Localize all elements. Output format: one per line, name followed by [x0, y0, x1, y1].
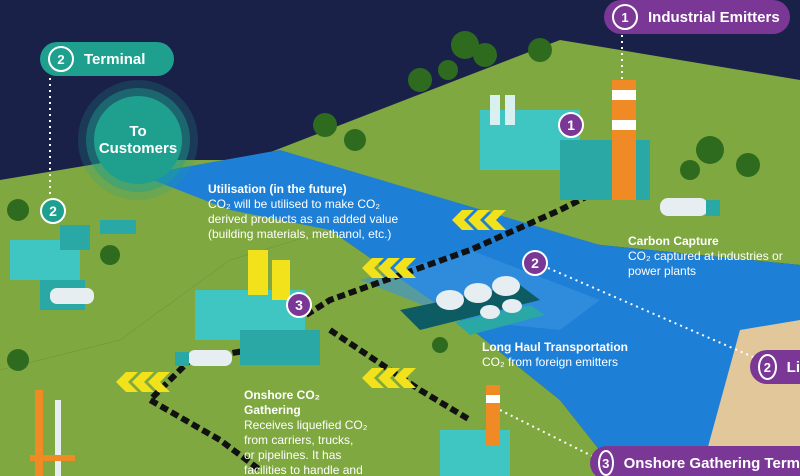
- onshore-gathering-heading-1: Onshore CO₂: [244, 388, 321, 402]
- carbon-capture-description: Carbon Capture CO₂ captured at industrie…: [628, 234, 800, 279]
- gathering-marker[interactable]: 3: [286, 292, 312, 318]
- onshore-gathering-description: Onshore CO₂ Gathering Receives liquefied…: [244, 388, 394, 476]
- flow-chevrons-middle: [362, 258, 416, 278]
- connector-transport: [547, 267, 761, 361]
- utilisation-heading: Utilisation (in the future): [208, 182, 347, 196]
- utilisation-line-1: CO₂ will be utilised to make CO₂: [208, 197, 381, 211]
- utilisation-line-2: derived products as an added value: [208, 212, 399, 226]
- utilisation-description: Utilisation (in the future) CO₂ will be …: [208, 182, 423, 242]
- industrial-emitters-text: Industrial Emitters: [648, 8, 780, 26]
- truck-terminal: [50, 288, 94, 304]
- onshore-gathering-terminal-number: 3: [598, 450, 614, 476]
- carbon-capture-line-1: CO₂ captured at industries or: [628, 249, 783, 263]
- terminal-text: Terminal: [84, 50, 146, 68]
- lng-carrier-small: [455, 299, 545, 335]
- onshore-gathering-terminal-label[interactable]: 3 Onshore Gathering Term: [590, 446, 800, 476]
- flow-chevrons-upper: [452, 210, 506, 230]
- terminal-label[interactable]: 2 Terminal: [40, 42, 174, 76]
- industrial-emitters-number: 1: [612, 4, 638, 30]
- terminal-number: 2: [48, 46, 74, 72]
- trees: [7, 31, 760, 371]
- connector-gathering: [499, 409, 601, 461]
- liquefaction-text: Li: [786, 358, 800, 376]
- truck-right: [660, 198, 720, 216]
- utilisation-line-3: (building materials, methanol, etc.): [208, 227, 392, 241]
- offshore-rig: [30, 390, 75, 476]
- carbon-capture-line-2: power plants: [628, 264, 697, 278]
- flow-chevrons-left: [116, 372, 170, 392]
- long-haul-line-1: CO₂ from foreign emitters: [482, 355, 619, 369]
- transport-marker[interactable]: 2: [522, 250, 548, 276]
- onshore-gathering-line-4: facilities to handle and: [244, 463, 363, 476]
- carbon-capture-heading: Carbon Capture: [628, 234, 719, 248]
- lng-carrier-large: [400, 276, 540, 330]
- to-customers-text: To Customers: [98, 123, 178, 157]
- pipeline-lower: [328, 327, 472, 423]
- flow-chevrons-lower: [362, 368, 416, 388]
- liquefaction-number: 2: [758, 354, 777, 380]
- terminal-left-marker[interactable]: 2: [40, 198, 66, 224]
- onshore-gathering-line-3: or pipelines. It has: [244, 448, 342, 462]
- gathering-terminal-plant: [440, 385, 510, 476]
- long-haul-heading: Long Haul Transportation: [482, 340, 628, 354]
- onshore-gathering-line-2: from carriers, trucks,: [244, 433, 354, 447]
- liquefaction-label[interactable]: 2 Li: [750, 350, 800, 384]
- capture-marker[interactable]: 1: [558, 112, 584, 138]
- truck-left: [175, 350, 232, 366]
- industrial-emitters-label[interactable]: 1 Industrial Emitters: [604, 0, 790, 34]
- to-customers-bubble[interactable]: To Customers: [94, 96, 182, 184]
- onshore-gathering-terminal-text: Onshore Gathering Term: [623, 454, 800, 472]
- onshore-gathering-line-1: Receives liquefied CO₂: [244, 418, 368, 432]
- long-haul-description: Long Haul Transportation CO₂ from foreig…: [482, 340, 662, 370]
- onshore-gathering-heading-2: Gathering: [244, 403, 301, 417]
